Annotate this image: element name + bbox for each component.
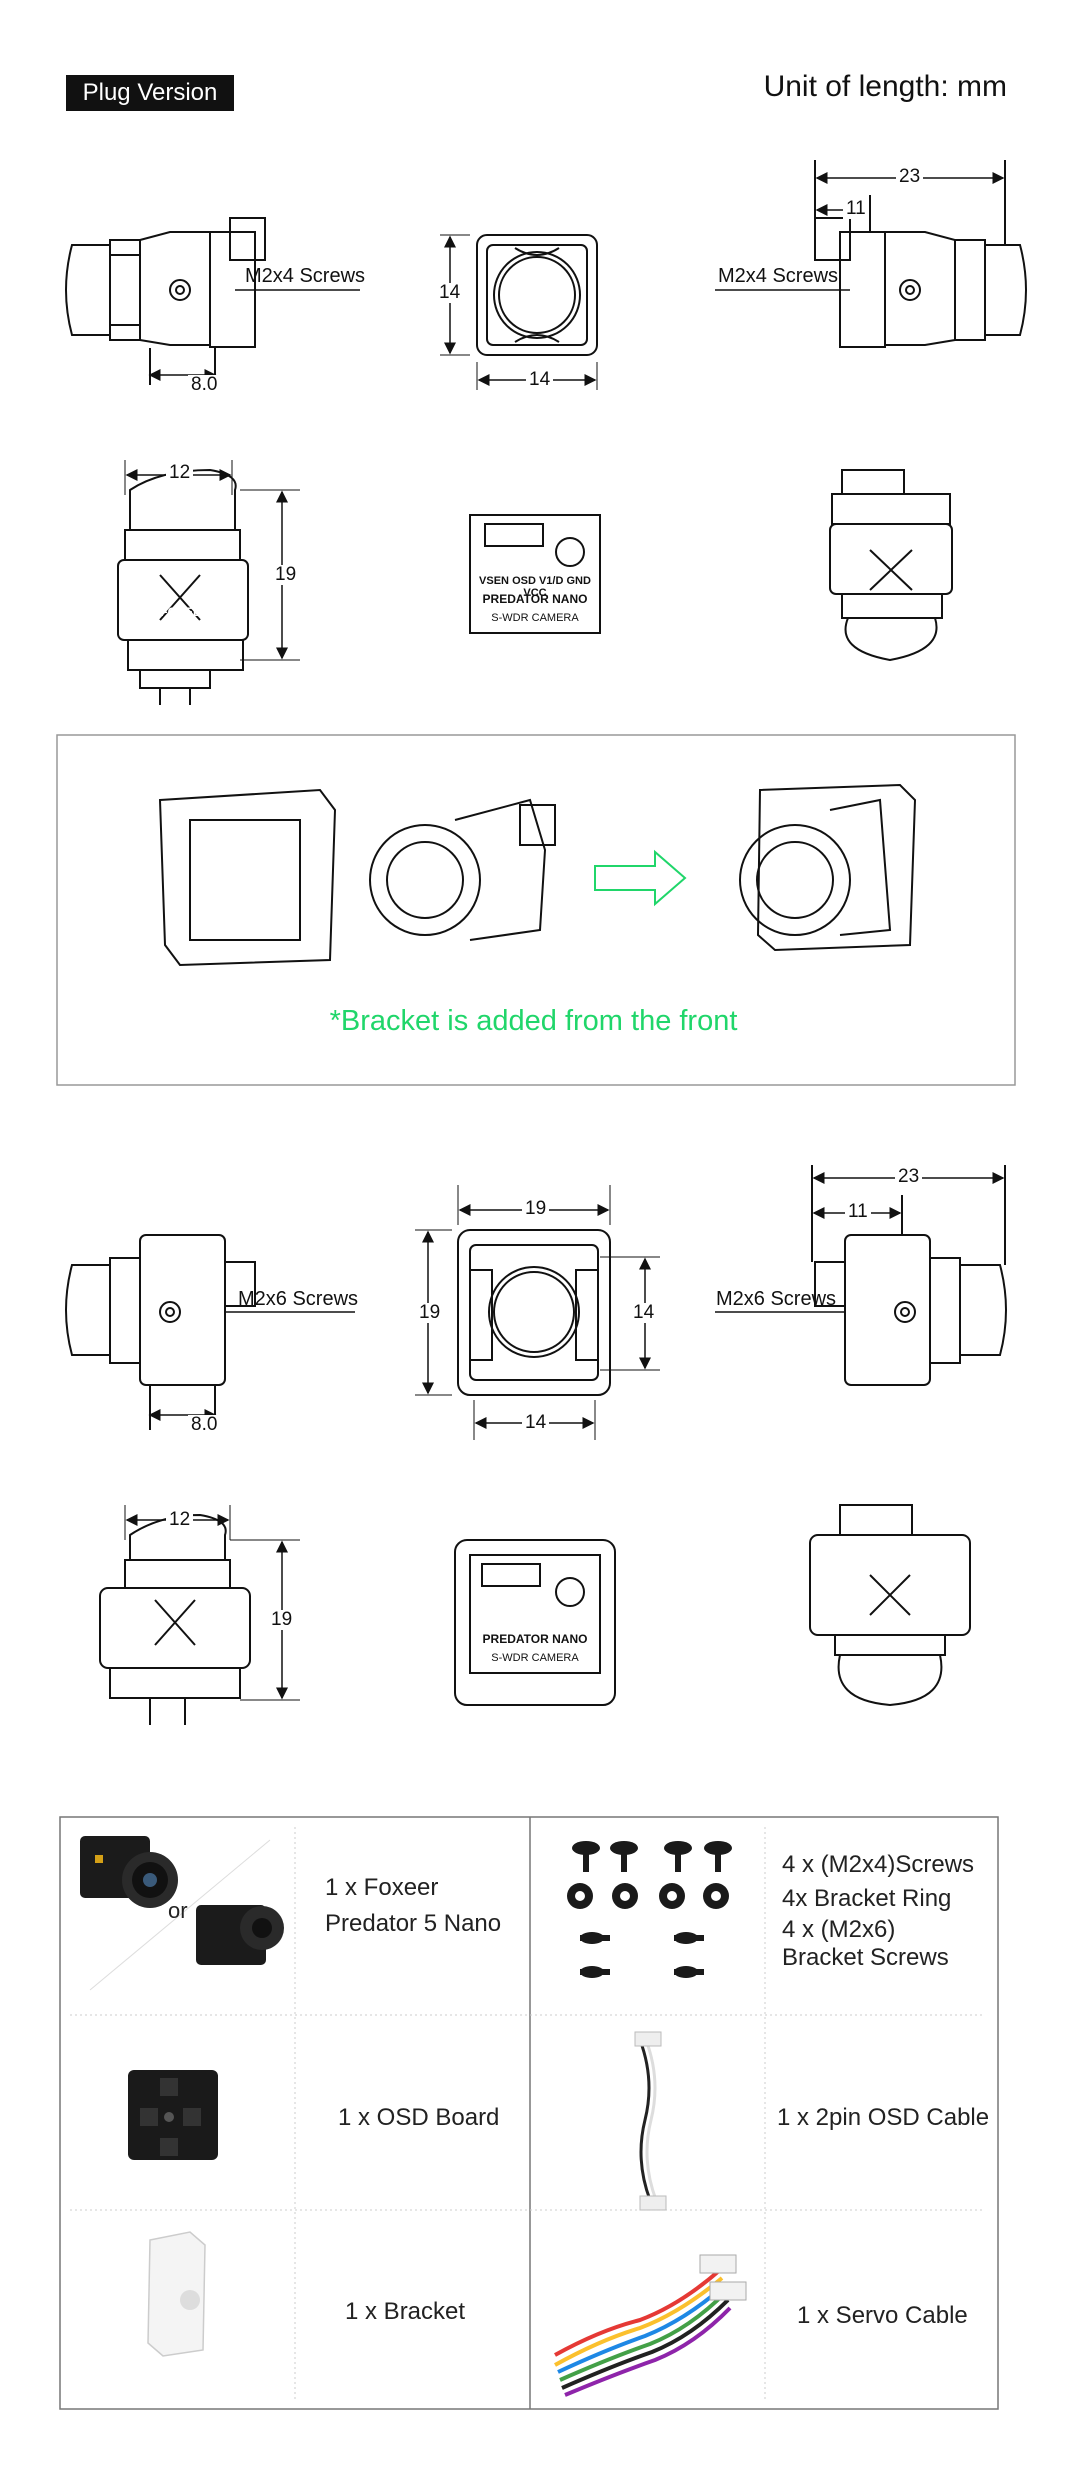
dim-14-bottom: 14	[526, 370, 554, 390]
camera-back-view	[829, 469, 953, 662]
bracket-dim-23: 23	[895, 1167, 923, 1187]
note-box	[56, 734, 1016, 1086]
camera-front-view	[476, 234, 598, 356]
bracket-dim-12: 12	[166, 1510, 194, 1530]
package-item-camera-line1: 1 x Foxeer	[325, 1874, 439, 1901]
board-pins: VSEN OSD V1/D GND VCC	[479, 575, 591, 599]
package-screws-line3: 4 x (M2x6)	[782, 1916, 896, 1943]
package-table	[59, 1816, 999, 2410]
bracket-dim-8: 8.0	[188, 1415, 221, 1435]
bracket-board-sub: S-WDR CAMERA	[491, 1652, 579, 1664]
dim-12: 12	[166, 463, 194, 483]
package-screws-line2: 4x Bracket Ring	[782, 1885, 952, 1912]
osd-cable-image	[634, 2031, 667, 2211]
osd-board-image	[128, 2070, 218, 2160]
package-item-servo-cable: 1 x Servo Cable	[797, 2302, 968, 2329]
screws-label-right: M2x4 Screws	[718, 265, 839, 287]
bracket-back-view	[809, 1504, 971, 1707]
screws-image	[567, 1841, 732, 1978]
osd-board-bracket	[454, 1539, 616, 1706]
dim-8: 8.0	[188, 375, 221, 395]
bracket-side-left	[65, 1234, 256, 1430]
bracket-drawing	[158, 788, 556, 967]
camera-side-right	[814, 160, 1027, 348]
bracket-front-view	[457, 1229, 611, 1396]
dim-23: 23	[896, 167, 924, 187]
bracket-dim-19-side: 19	[268, 1610, 296, 1630]
bracket-dim-14-bottom: 14	[522, 1413, 550, 1433]
arrow-icon	[594, 849, 687, 907]
package-item-osd-cable: 1 x 2pin OSD Cable	[777, 2104, 990, 2131]
dim-19: 19	[272, 565, 300, 585]
bracket-screws-label-left: M2x6 Screws	[238, 1288, 359, 1310]
package-item-screws: 4 x (M2x4)Screws 4x Bracket Ring 4 x (M2…	[782, 1848, 974, 1972]
unit-label: Unit of length: mm	[763, 70, 1007, 103]
package-screws-line1: 4 x (M2x4)Screws	[782, 1851, 975, 1878]
board-sub: S-WDR CAMERA	[491, 612, 579, 624]
package-item-camera: 1 x Foxeer Predator 5 Nano	[325, 1870, 501, 1942]
camera-side-left	[65, 217, 266, 385]
package-item-osd-board: 1 x OSD Board	[338, 2104, 500, 2131]
dim-11: 11	[843, 199, 869, 219]
dim-14-side: 14	[436, 283, 464, 303]
version-badge: Plug Version	[66, 75, 234, 111]
bracket-board-name: PREDATOR NANO	[482, 1632, 588, 1646]
package-item-bracket: 1 x Bracket	[345, 2298, 466, 2325]
servo-cable-image	[554, 2254, 747, 2397]
camera-bottom-view-left	[117, 468, 249, 705]
screws-label-left: M2x4 Screws	[245, 265, 366, 287]
brand-label: FOXEER	[160, 605, 210, 619]
bracket-bottom-view-left	[99, 1513, 251, 1725]
bracket-dim-19-top: 19	[522, 1199, 550, 1219]
package-item-camera-line2: Predator 5 Nano	[325, 1910, 502, 1937]
bracket-dim-19-left: 19	[416, 1303, 444, 1323]
bracket-screws-label-right: M2x6 Screws	[716, 1288, 837, 1310]
camera-product-image	[80, 1836, 284, 1965]
bracket-assembled	[739, 783, 917, 952]
bracket-product-image	[147, 2231, 206, 2357]
or-label: or	[168, 1898, 188, 1923]
board-name: PREDATOR NANO	[482, 592, 588, 606]
osd-board-top	[469, 514, 601, 634]
bracket-side-right	[811, 1165, 1007, 1386]
bracket-dim-11: 11	[845, 1202, 871, 1222]
package-screws-line4: Bracket Screws	[782, 1944, 949, 1971]
bracket-note: *Bracket is added from the front	[329, 1005, 738, 1037]
bracket-dim-14-right: 14	[630, 1303, 658, 1323]
